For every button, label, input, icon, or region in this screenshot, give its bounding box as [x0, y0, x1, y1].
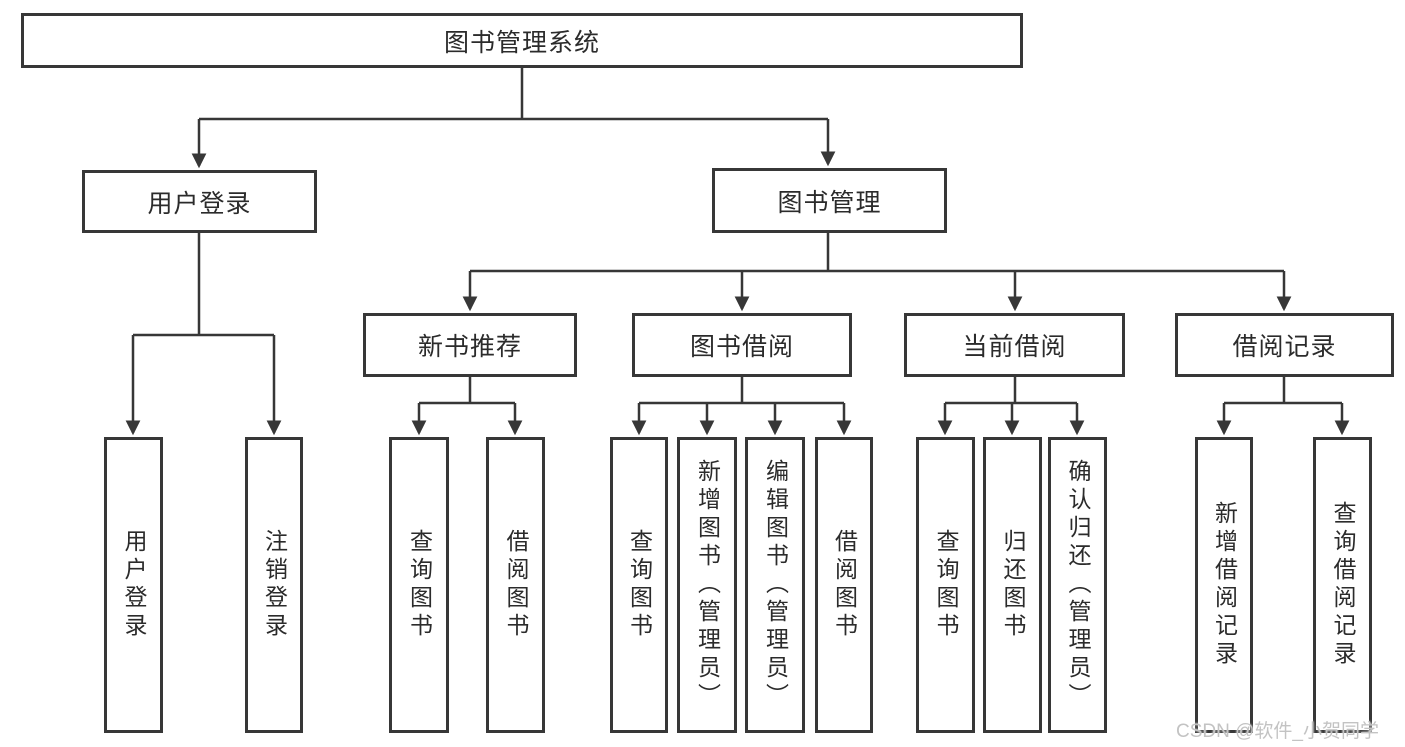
leaf-records-add-borrow-record-label: 新增借阅记录 — [1211, 501, 1238, 669]
node-book-management: 图书管理 — [712, 168, 947, 233]
leaf-borrowing-add-books-admin: 新增图书（管理员） — [677, 437, 737, 733]
leaf-user-login: 用户登录 — [104, 437, 163, 733]
node-new-book-recommend: 新书推荐 — [363, 313, 577, 377]
node-borrowing-records-label: 借阅记录 — [1232, 333, 1337, 361]
leaf-borrowing-edit-books-admin: 编辑图书（管理员） — [745, 437, 805, 733]
leaf-logout-label: 注销登录 — [261, 529, 288, 641]
leaf-borrowing-query-books: 查询图书 — [610, 437, 668, 733]
node-book-management-label: 图书管理 — [777, 188, 882, 217]
leaf-user-login-label: 用户登录 — [121, 529, 147, 641]
leaf-records-query-borrow-record-label: 查询借阅记录 — [1330, 501, 1356, 669]
leaf-records-query-borrow-record: 查询借阅记录 — [1313, 437, 1372, 733]
leaf-recommend-borrow-books-label: 借阅图书 — [503, 529, 529, 641]
leaf-borrowing-borrow-books: 借阅图书 — [815, 437, 873, 733]
node-current-borrowing: 当前借阅 — [904, 313, 1125, 377]
leaf-records-add-borrow-record: 新增借阅记录 — [1195, 437, 1253, 733]
node-current-borrowing-label: 当前借阅 — [962, 333, 1067, 361]
leaf-current-query-books-label: 查询图书 — [933, 529, 959, 641]
leaf-recommend-query-books-label: 查询图书 — [406, 529, 433, 641]
leaf-recommend-query-books: 查询图书 — [389, 437, 449, 733]
leaf-current-confirm-return-admin-label: 确认归还（管理员） — [1065, 459, 1091, 711]
leaf-borrowing-borrow-books-label: 借阅图书 — [831, 529, 858, 641]
node-new-book-recommend-label: 新书推荐 — [417, 333, 522, 361]
node-library-management-system: 图书管理系统 — [21, 13, 1023, 68]
leaf-borrowing-query-books-label: 查询图书 — [626, 529, 653, 641]
leaf-recommend-borrow-books: 借阅图书 — [486, 437, 545, 733]
node-user-login-label: 用户登录 — [147, 189, 252, 218]
node-borrowing-records: 借阅记录 — [1175, 313, 1394, 377]
leaf-borrowing-edit-books-admin-label: 编辑图书（管理员） — [762, 459, 789, 711]
leaf-current-confirm-return-admin: 确认归还（管理员） — [1048, 437, 1107, 733]
node-book-borrowing: 图书借阅 — [632, 313, 852, 377]
leaf-current-query-books: 查询图书 — [916, 437, 975, 733]
node-user-login: 用户登录 — [82, 170, 317, 233]
leaf-current-return-books: 归还图书 — [983, 437, 1042, 733]
node-book-borrowing-label: 图书借阅 — [689, 333, 794, 361]
node-library-management-system-label: 图书管理系统 — [443, 28, 600, 57]
csdn-watermark: CSDN @软件_小贺同学 — [1176, 721, 1379, 742]
leaf-current-return-books-label: 归还图书 — [1000, 529, 1026, 641]
leaf-borrowing-add-books-admin-label: 新增图书（管理员） — [694, 459, 721, 711]
leaf-logout: 注销登录 — [245, 437, 303, 733]
